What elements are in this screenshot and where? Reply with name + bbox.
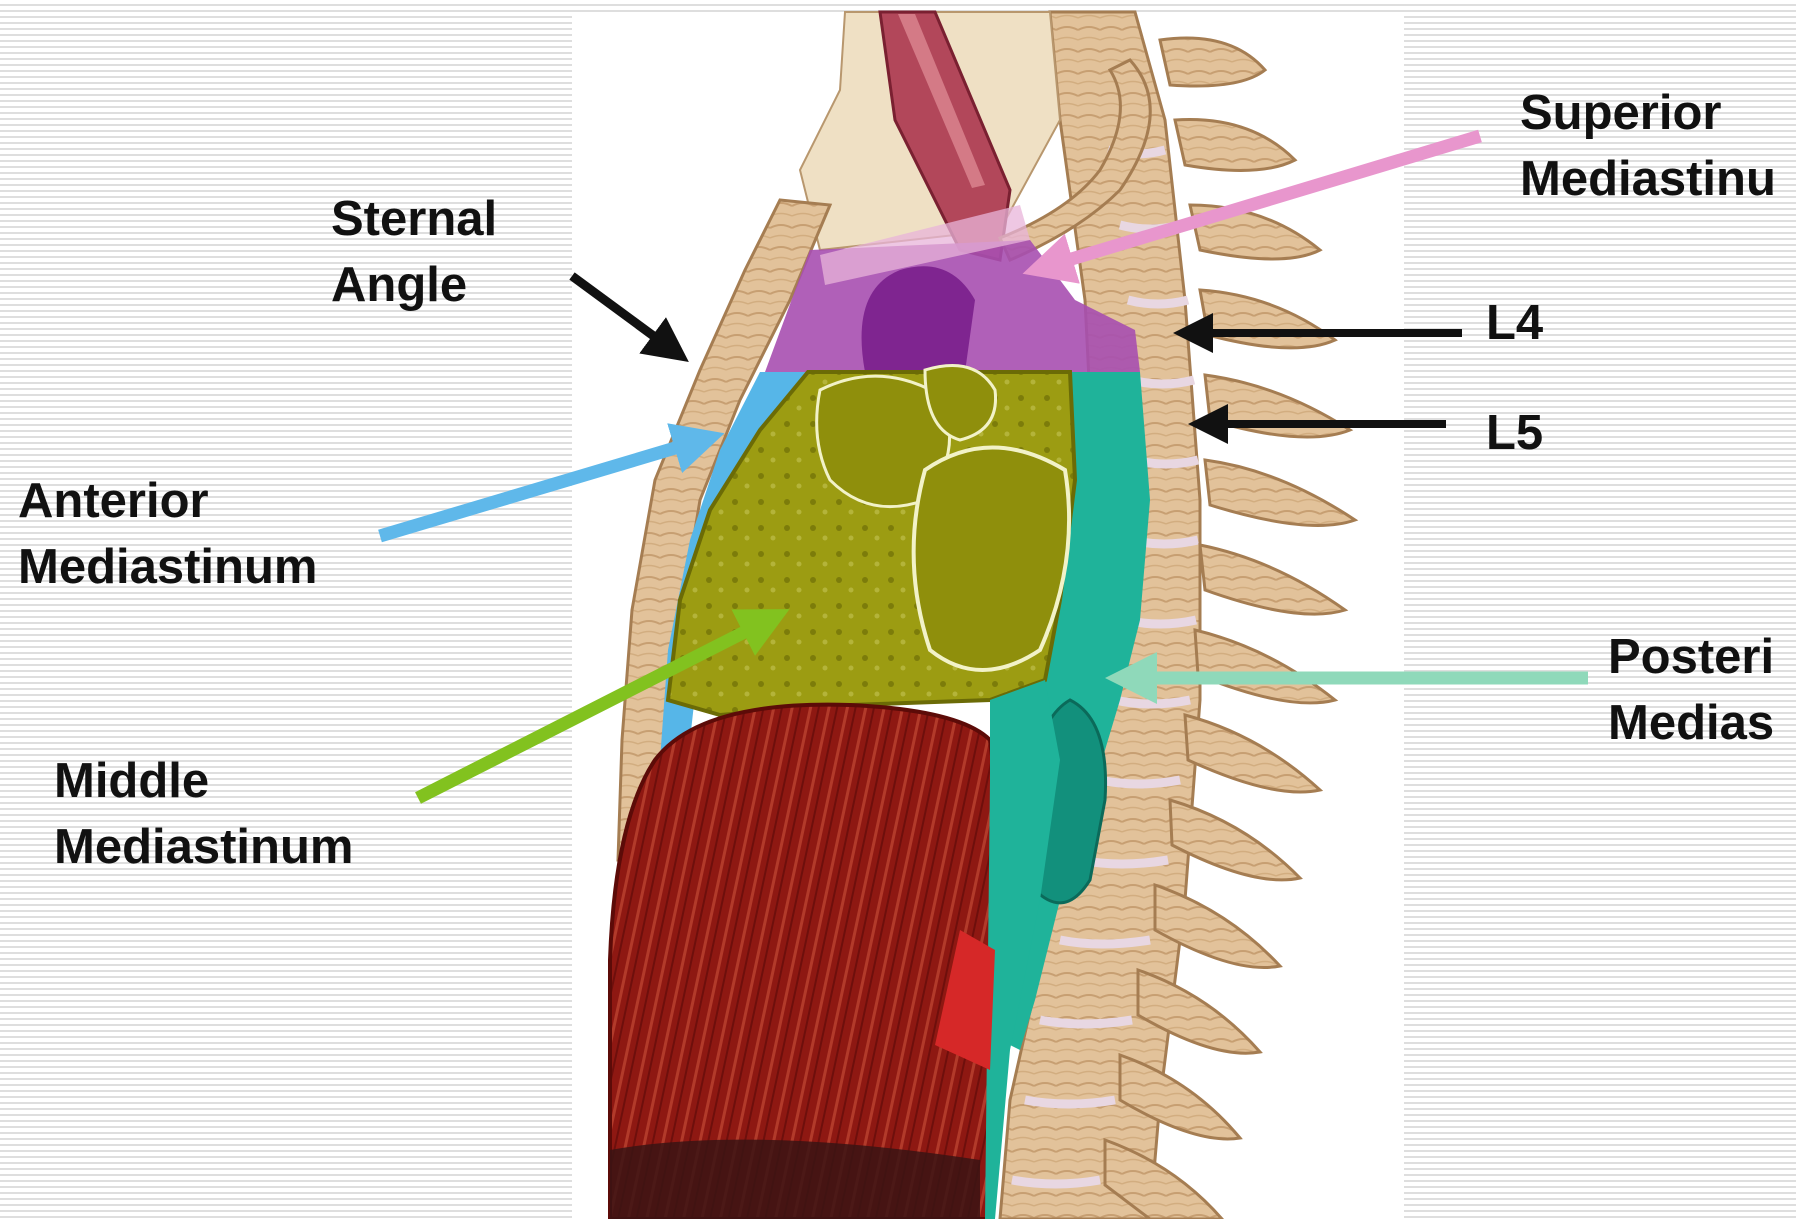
superior-mediastinum-arrow <box>1035 136 1480 270</box>
sternal-angle-label: Sternal Angle <box>331 186 497 318</box>
anterior-mediastinum-label: Anterior Mediastinum <box>18 468 317 600</box>
middle-mediastinum-label: Middle Mediastinum <box>54 748 353 880</box>
l4-label: L4 <box>1486 290 1543 356</box>
middle-mediastinum-arrow <box>418 615 778 798</box>
l5-label: L5 <box>1486 400 1543 466</box>
sternal-angle-arrow <box>572 276 678 354</box>
posterior-mediastinum-label: Posteri Medias <box>1608 624 1774 756</box>
anterior-mediastinum-arrow <box>380 437 712 536</box>
superior-mediastinum-label: Superior Mediastinu <box>1520 80 1776 212</box>
